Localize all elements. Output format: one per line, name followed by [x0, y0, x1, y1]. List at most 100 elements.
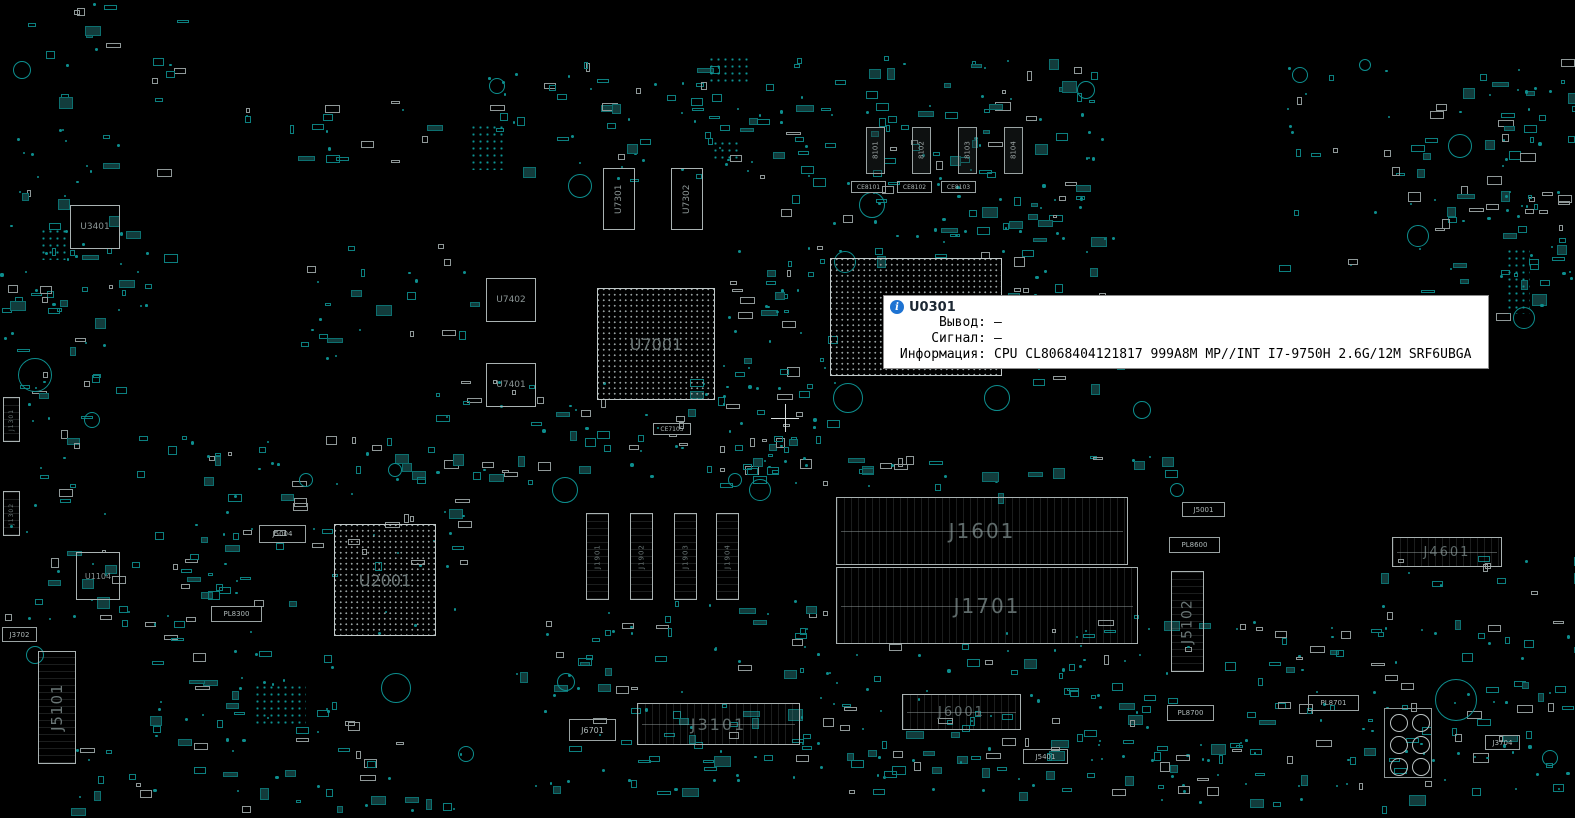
via-dot [630, 463, 634, 467]
via-dot [1098, 744, 1101, 747]
decor-part [1178, 786, 1191, 794]
component-U3401[interactable]: U3401 [70, 205, 120, 249]
decor-part [668, 628, 673, 637]
decor-part [1069, 691, 1079, 697]
decor-part [422, 136, 428, 143]
via-dot [780, 110, 784, 114]
component-J1902[interactable]: J1902 [630, 513, 653, 600]
decor-part [504, 471, 518, 477]
component-PL8700[interactable]: PL8700 [1167, 705, 1214, 721]
decor-part [986, 753, 1002, 760]
component-U7301[interactable]: U7301 [603, 168, 635, 230]
decor-part [1278, 702, 1292, 710]
component-label: 8103 [963, 141, 972, 160]
via-dot [1083, 658, 1086, 661]
component-J1903[interactable]: J1903 [674, 513, 697, 600]
decor-part [1259, 720, 1276, 726]
component-label: J1903 [681, 544, 690, 569]
decor-part [1257, 677, 1263, 686]
via-dot [1135, 711, 1138, 714]
component-J5004[interactable]: J5004 [259, 525, 306, 543]
component-CE7105[interactable]: CE7105 [653, 423, 691, 435]
decor-part [401, 462, 412, 473]
component-8103[interactable]: 8103 [958, 127, 977, 174]
via-dot [317, 784, 321, 788]
decor-part [462, 401, 470, 405]
via-dot [739, 421, 743, 425]
decor-part [678, 422, 684, 429]
decor-part [767, 467, 780, 476]
via-dot [326, 708, 328, 711]
component-J1301[interactable]: J1301 [3, 397, 20, 442]
decor-part [738, 665, 753, 671]
component-CE8101[interactable]: CE8101 [851, 181, 886, 193]
via-dot [1331, 635, 1334, 639]
component-J3704[interactable]: J3704 [1485, 735, 1520, 750]
component-J1701[interactable]: J1701 [836, 567, 1138, 644]
decor-part [1424, 781, 1432, 787]
component-J5102[interactable]: J5102 [1171, 571, 1204, 672]
via-dot [984, 67, 987, 70]
decor-part [112, 576, 126, 584]
component-J5001[interactable]: J5001 [1182, 502, 1225, 517]
decor-part [1472, 787, 1481, 797]
via-dot [184, 718, 188, 722]
via-dot [1187, 645, 1190, 648]
component-U7402[interactable]: U7402 [486, 278, 536, 322]
component-label: CE8103 [946, 183, 971, 191]
via-dot [1557, 787, 1561, 790]
component-J4601[interactable]: J4601 [1392, 537, 1502, 567]
crosshair-vertical-line [785, 404, 786, 432]
component-PL8300[interactable]: PL8300 [211, 606, 262, 622]
component-J1601[interactable]: J1601 [836, 497, 1128, 565]
component-PL8600[interactable]: PL8600 [1169, 537, 1220, 553]
decor-part [297, 156, 316, 162]
component-J6701[interactable]: J6701 [569, 719, 616, 741]
component-8102[interactable]: 8102 [912, 127, 931, 174]
decor-part [306, 266, 316, 274]
decor-part [190, 553, 199, 560]
decor-part [360, 774, 376, 781]
component-J5101[interactable]: J5101 [38, 651, 76, 764]
component-U2001[interactable]: U2001 [334, 524, 436, 636]
decor-part [1098, 619, 1114, 627]
via-dot [918, 654, 921, 657]
decor-part [598, 684, 611, 693]
via-dot [756, 386, 760, 390]
decor-part [667, 95, 676, 101]
component-J1302[interactable]: J1302 [3, 491, 20, 536]
decor-part [969, 717, 975, 726]
component-J5401[interactable]: J5401 [1023, 749, 1068, 764]
component-CE8102[interactable]: CE8102 [897, 181, 932, 193]
decor-part [529, 385, 535, 390]
component-J3101[interactable]: J3101 [637, 703, 800, 745]
decor-part [788, 261, 793, 268]
decor-part [214, 453, 222, 457]
component-U7302[interactable]: U7302 [671, 168, 703, 230]
decor-part [152, 660, 165, 666]
component-U1104[interactable]: U1104 [76, 552, 120, 600]
decor-part [1435, 227, 1445, 231]
decor-part [42, 296, 48, 304]
component-U7401[interactable]: U7401 [486, 363, 536, 407]
component-J6001[interactable]: J6001 [902, 694, 1021, 730]
component-PL8701[interactable]: PL8701 [1308, 695, 1359, 711]
decor-part [1390, 758, 1408, 776]
via-dot [312, 527, 315, 530]
decor-part [1559, 237, 1567, 244]
component-J1901[interactable]: J1901 [586, 513, 609, 600]
decor-part [1309, 646, 1326, 654]
component-CE8103[interactable]: CE8103 [941, 181, 976, 193]
via-dot [981, 788, 985, 792]
decor-part [58, 96, 74, 109]
component-J1904[interactable]: J1904 [716, 513, 739, 600]
component-8104[interactable]: 8104 [1004, 127, 1023, 174]
component-J3702[interactable]: J3702 [2, 627, 37, 642]
decor-part [1301, 775, 1308, 786]
decor-part [1199, 623, 1212, 630]
component-8101[interactable]: 8101 [866, 127, 885, 174]
decor-part [177, 739, 192, 746]
component-U7001[interactable]: U7001 [597, 288, 715, 400]
